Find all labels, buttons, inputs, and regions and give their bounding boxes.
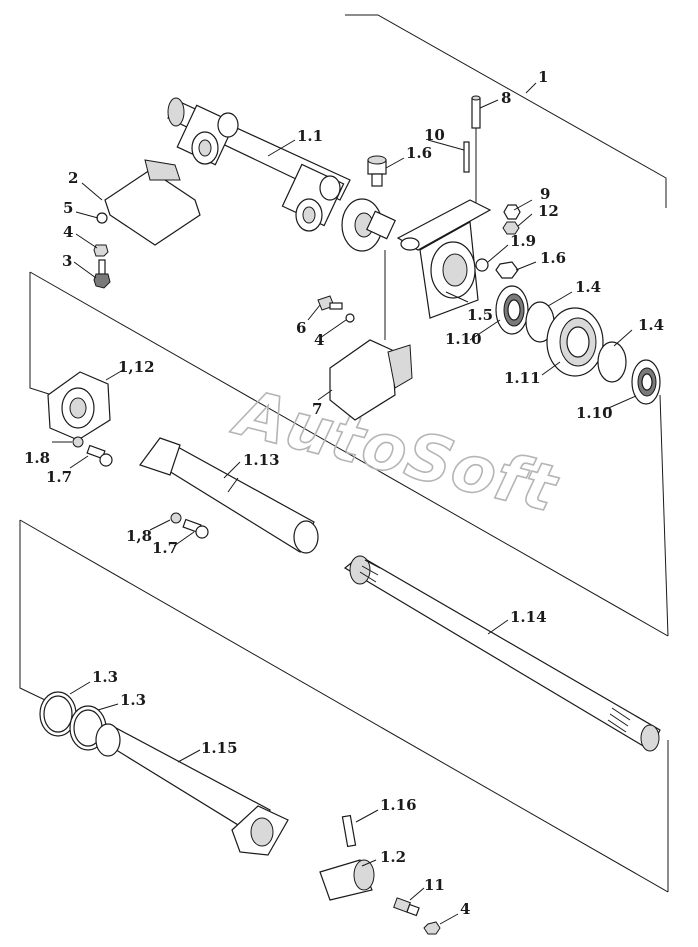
label-6: 6 <box>296 319 306 337</box>
label-3: 3 <box>62 252 72 270</box>
label-1-2: 1.2 <box>380 848 406 866</box>
label-9: 9 <box>540 185 550 203</box>
assembly-boundary-lines <box>19 14 669 893</box>
label-8: 8 <box>501 89 511 107</box>
label-1: 1 <box>538 68 548 86</box>
tube-lower-part <box>95 723 289 856</box>
label-1-8-lower: 1,8 <box>126 527 152 545</box>
label-1-3-right: 1.3 <box>120 691 146 709</box>
label-1-14: 1.14 <box>510 608 547 626</box>
upper-shield-part <box>93 159 201 289</box>
label-1-4-lower: 1.4 <box>638 316 664 334</box>
label-1-15: 1.15 <box>201 739 238 757</box>
label-1-10-lower: 1.10 <box>576 404 613 422</box>
plug-part <box>367 155 387 187</box>
leader-lines <box>52 99 637 925</box>
label-4-lower: 4 <box>460 900 470 918</box>
cardan-shaft-part <box>167 97 396 252</box>
label-12: 12 <box>538 202 559 220</box>
label-1-11: 1.11 <box>504 369 541 387</box>
label-2: 2 <box>68 169 78 187</box>
label-1-7-lower: 1.7 <box>152 539 178 557</box>
label-7-shield: 7 <box>312 400 322 418</box>
label-4-middle: 4 <box>314 331 324 349</box>
label-5: 5 <box>63 199 73 217</box>
label-1-4-upper: 1.4 <box>575 278 601 296</box>
bolt-washer-parts <box>317 295 355 323</box>
bearing-set-parts <box>495 285 661 405</box>
label-1-6-upper: 1.6 <box>406 144 432 162</box>
tube-upper-part <box>139 437 319 554</box>
bottom-small-parts <box>319 814 441 935</box>
label-1-6-lower: 1.6 <box>540 249 566 267</box>
label-10: 10 <box>424 126 445 144</box>
label-1-12: 1,12 <box>118 358 155 376</box>
label-1-16: 1.16 <box>380 796 417 814</box>
stud-parts <box>463 95 481 173</box>
label-1-1: 1.1 <box>297 127 323 145</box>
splined-shaft-part <box>343 555 661 752</box>
label-11: 11 <box>424 876 445 894</box>
bracket-housing-part <box>396 199 492 319</box>
label-1-9: 1.9 <box>510 232 536 250</box>
label-1-13: 1.13 <box>243 451 280 469</box>
part-labels: 1 8 1.1 10 1.6 2 5 4 3 9 12 1.9 1.6 1.4 … <box>24 68 664 918</box>
label-4-upper: 4 <box>63 223 73 241</box>
lower-shield-part <box>329 339 413 421</box>
label-1-3-left: 1.3 <box>92 668 118 686</box>
label-1-5: 1.5 <box>467 306 493 324</box>
label-1-10-upper: 1.10 <box>445 330 482 348</box>
label-1-7-upper: 1.7 <box>46 468 72 486</box>
flange-plate-part <box>47 371 111 441</box>
flange-fasteners <box>72 436 209 539</box>
label-1-8-upper: 1.8 <box>24 449 50 467</box>
